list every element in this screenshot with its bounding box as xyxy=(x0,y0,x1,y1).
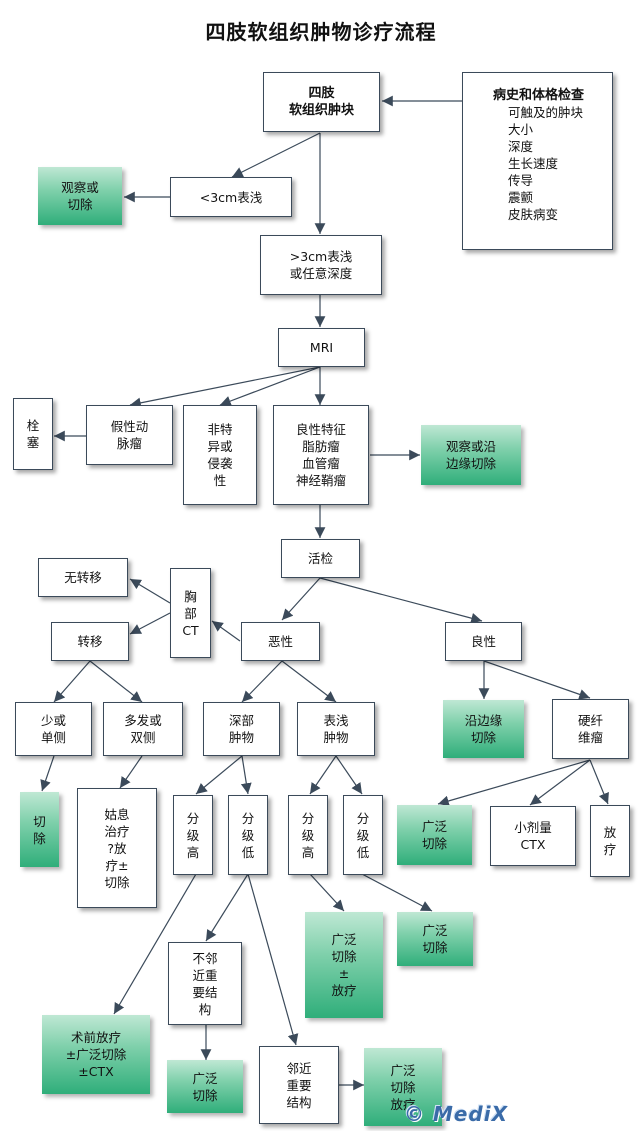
superficial-tumor-node: 表浅 肿物 xyxy=(297,702,375,756)
lt-3cm-node: <3cm表浅 xyxy=(170,177,292,217)
mri-node: MRI xyxy=(278,328,365,367)
biopsy-node: 活检 xyxy=(281,539,360,578)
medix-watermark: © MediX xyxy=(404,1102,509,1126)
benign-node: 良性 xyxy=(445,622,522,661)
pseudoaneurysm-node: 假性动 脉瘤 xyxy=(86,405,173,465)
deep-low-grade-node: 分 级 低 xyxy=(228,795,268,875)
metastasis-node: 转移 xyxy=(51,622,129,661)
chest-ct-node: 胸 部 CT xyxy=(170,568,211,658)
nonspecific-node: 非特 异或 侵袭 性 xyxy=(183,405,257,505)
history-exam-node: 病史和体格检查 可触及的肿块 大小 深度 生长速度 传导 震颤 皮肤病变 xyxy=(462,72,613,250)
deep-high-grade-node: 分 级 高 xyxy=(173,795,213,875)
wide-excise-rt-node: 广泛 切除 ± 放疗 xyxy=(305,912,383,1018)
soft-tissue-mass-node: 四肢 软组织肿块 xyxy=(263,72,380,132)
sup-low-grade-node: 分 级 低 xyxy=(343,795,383,875)
page-title: 四肢软组织肿物诊疗流程 xyxy=(205,20,437,44)
observe-margin-node: 观察或沿 边缘切除 xyxy=(421,425,521,485)
sup-high-grade-node: 分 级 高 xyxy=(288,795,328,875)
margin-excise-node: 沿边缘 切除 xyxy=(443,700,524,758)
observe-excise-node: 观察或 切除 xyxy=(38,167,122,225)
palliative-node: 姑息 治疗 ?放 疗± 切除 xyxy=(77,788,157,908)
fibromatosis-node: 硬纤 维瘤 xyxy=(552,699,629,759)
history-item: 深度 xyxy=(508,139,534,154)
embolize-node: 栓 塞 xyxy=(13,398,53,470)
multiple-lesion-node: 多发或 双侧 xyxy=(103,702,183,756)
history-item: 可触及的肿块 xyxy=(508,105,584,120)
wide-excise-rt-node: 广泛 切除 放疗 xyxy=(364,1048,442,1126)
adjacent-structure-node: 邻近 重要 结构 xyxy=(259,1046,339,1124)
excise-node: 切 除 xyxy=(20,792,59,867)
gt-3cm-node: >3cm表浅 或任意深度 xyxy=(260,235,382,295)
history-exam-title: 病史和体格检查 xyxy=(493,88,585,103)
radiotherapy-node: 放 疗 xyxy=(590,805,630,877)
not-adjacent-structure-node: 不邻 近重 要结 构 xyxy=(168,942,242,1025)
wide-excise-node: 广泛 切除 xyxy=(397,805,472,865)
history-item: 传导 xyxy=(508,173,534,188)
deep-tumor-node: 深部 肿物 xyxy=(203,702,280,756)
benign-features-node: 良性特征 脂肪瘤 血管瘤 神经鞘瘤 xyxy=(273,405,369,505)
history-item: 震颤 xyxy=(508,190,534,205)
single-lesion-node: 少或 单侧 xyxy=(15,702,92,756)
history-item: 生长速度 xyxy=(508,156,559,171)
history-item: 大小 xyxy=(508,122,534,137)
no-metastasis-node: 无转移 xyxy=(38,558,128,597)
preop-rt-node: 术前放疗 ±广泛切除 ±CTX xyxy=(42,1015,150,1094)
wide-excise-node: 广泛 切除 xyxy=(167,1060,243,1113)
low-dose-ctx-node: 小剂量 CTX xyxy=(490,806,576,866)
history-item: 皮肤病变 xyxy=(508,207,559,222)
malignant-node: 恶性 xyxy=(241,622,320,661)
wide-excise-node: 广泛 切除 xyxy=(397,912,473,966)
